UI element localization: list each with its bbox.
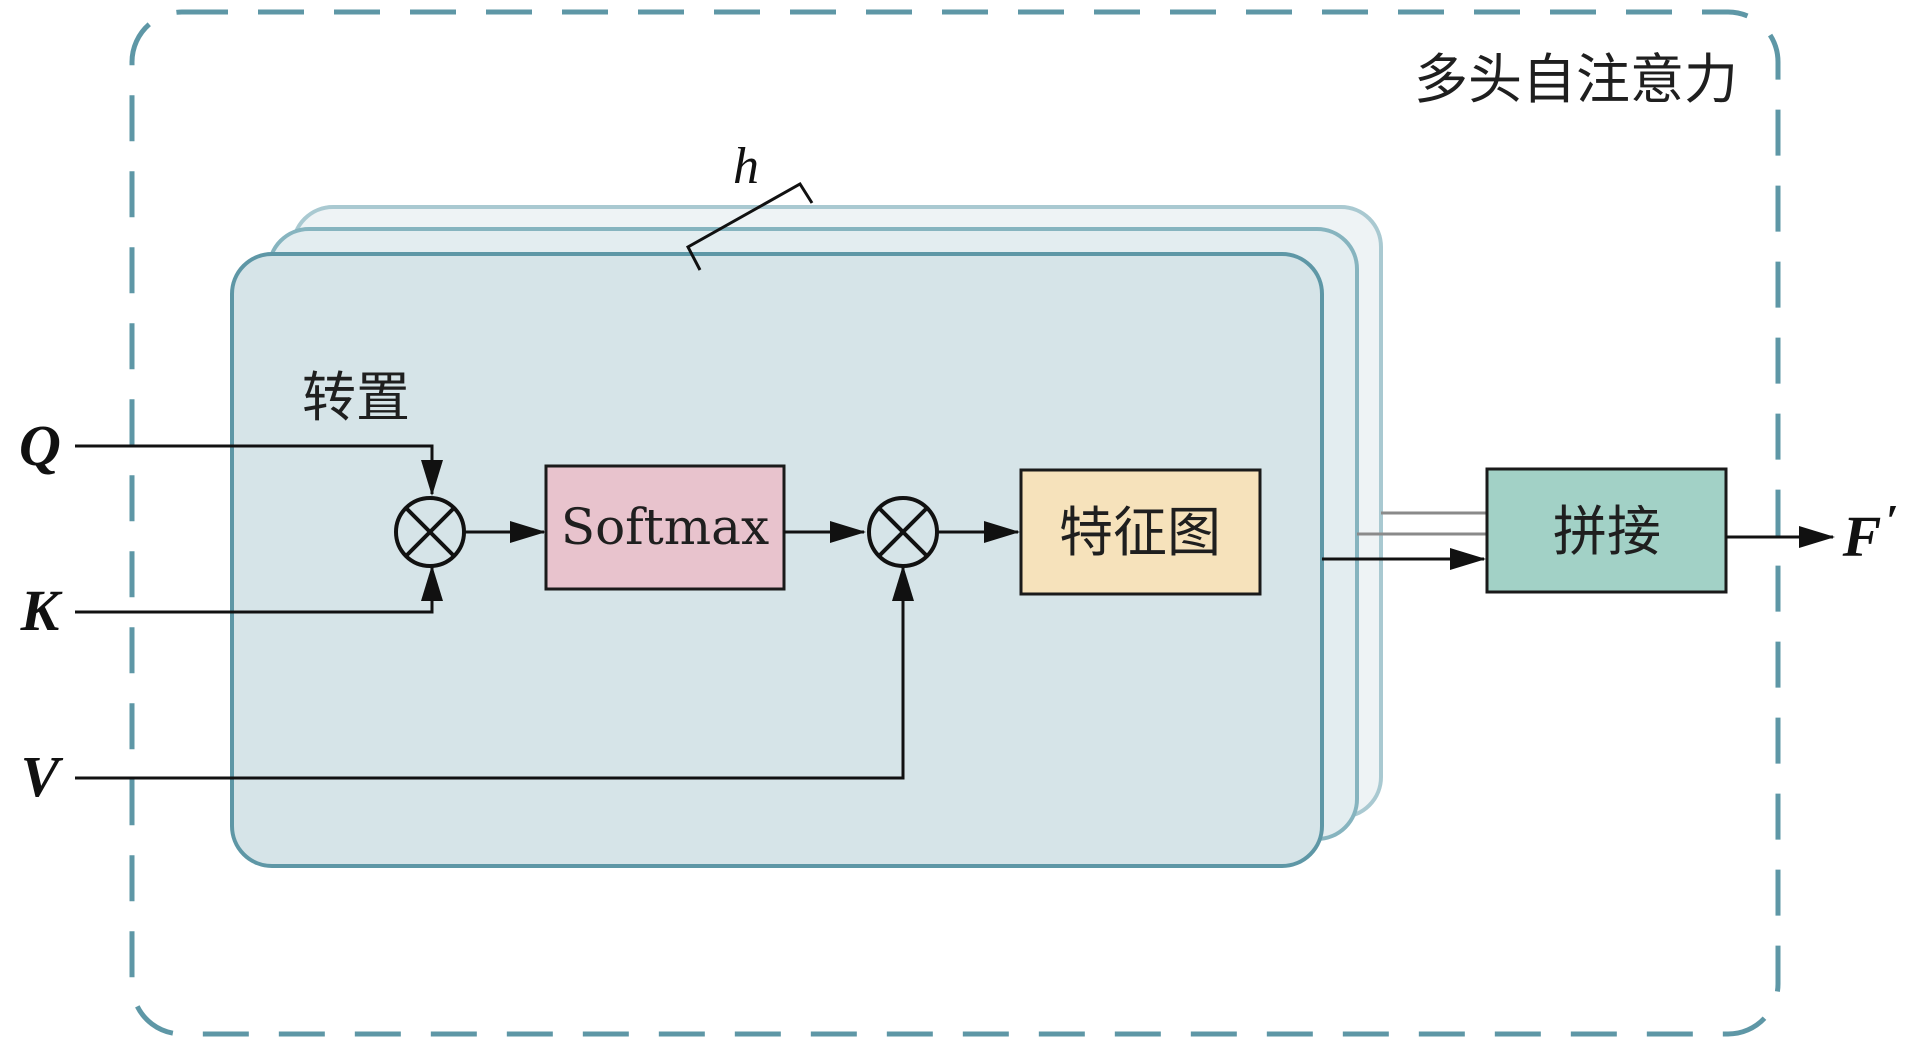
stack-label: h — [733, 138, 759, 195]
output-prime-mark: ′ — [1886, 495, 1899, 546]
input-k-label: K — [20, 578, 63, 643]
feature-map-box — [1019, 468, 1262, 596]
input-v-label: V — [21, 744, 64, 809]
outer-dashed-border — [129, 9, 1781, 1037]
multiply-node-2 — [867, 496, 939, 568]
softmax-label: Softmax — [561, 498, 769, 556]
softmax-box — [544, 464, 786, 591]
v-arrow — [75, 565, 914, 780]
stack-bracket — [685, 181, 814, 271]
concat-box — [1485, 467, 1728, 594]
input-q-label: Q — [19, 413, 61, 478]
feature-map-label: 特征图 — [1059, 501, 1221, 564]
concat-label: 拼接 — [1553, 500, 1661, 563]
output-label: F — [1842, 504, 1882, 569]
transpose-label: 转置 — [302, 366, 410, 429]
k-arrow — [75, 565, 443, 614]
q-arrow — [75, 444, 443, 496]
multiply-node-1 — [394, 496, 466, 568]
outer-title: 多头自注意力 — [1414, 48, 1738, 111]
